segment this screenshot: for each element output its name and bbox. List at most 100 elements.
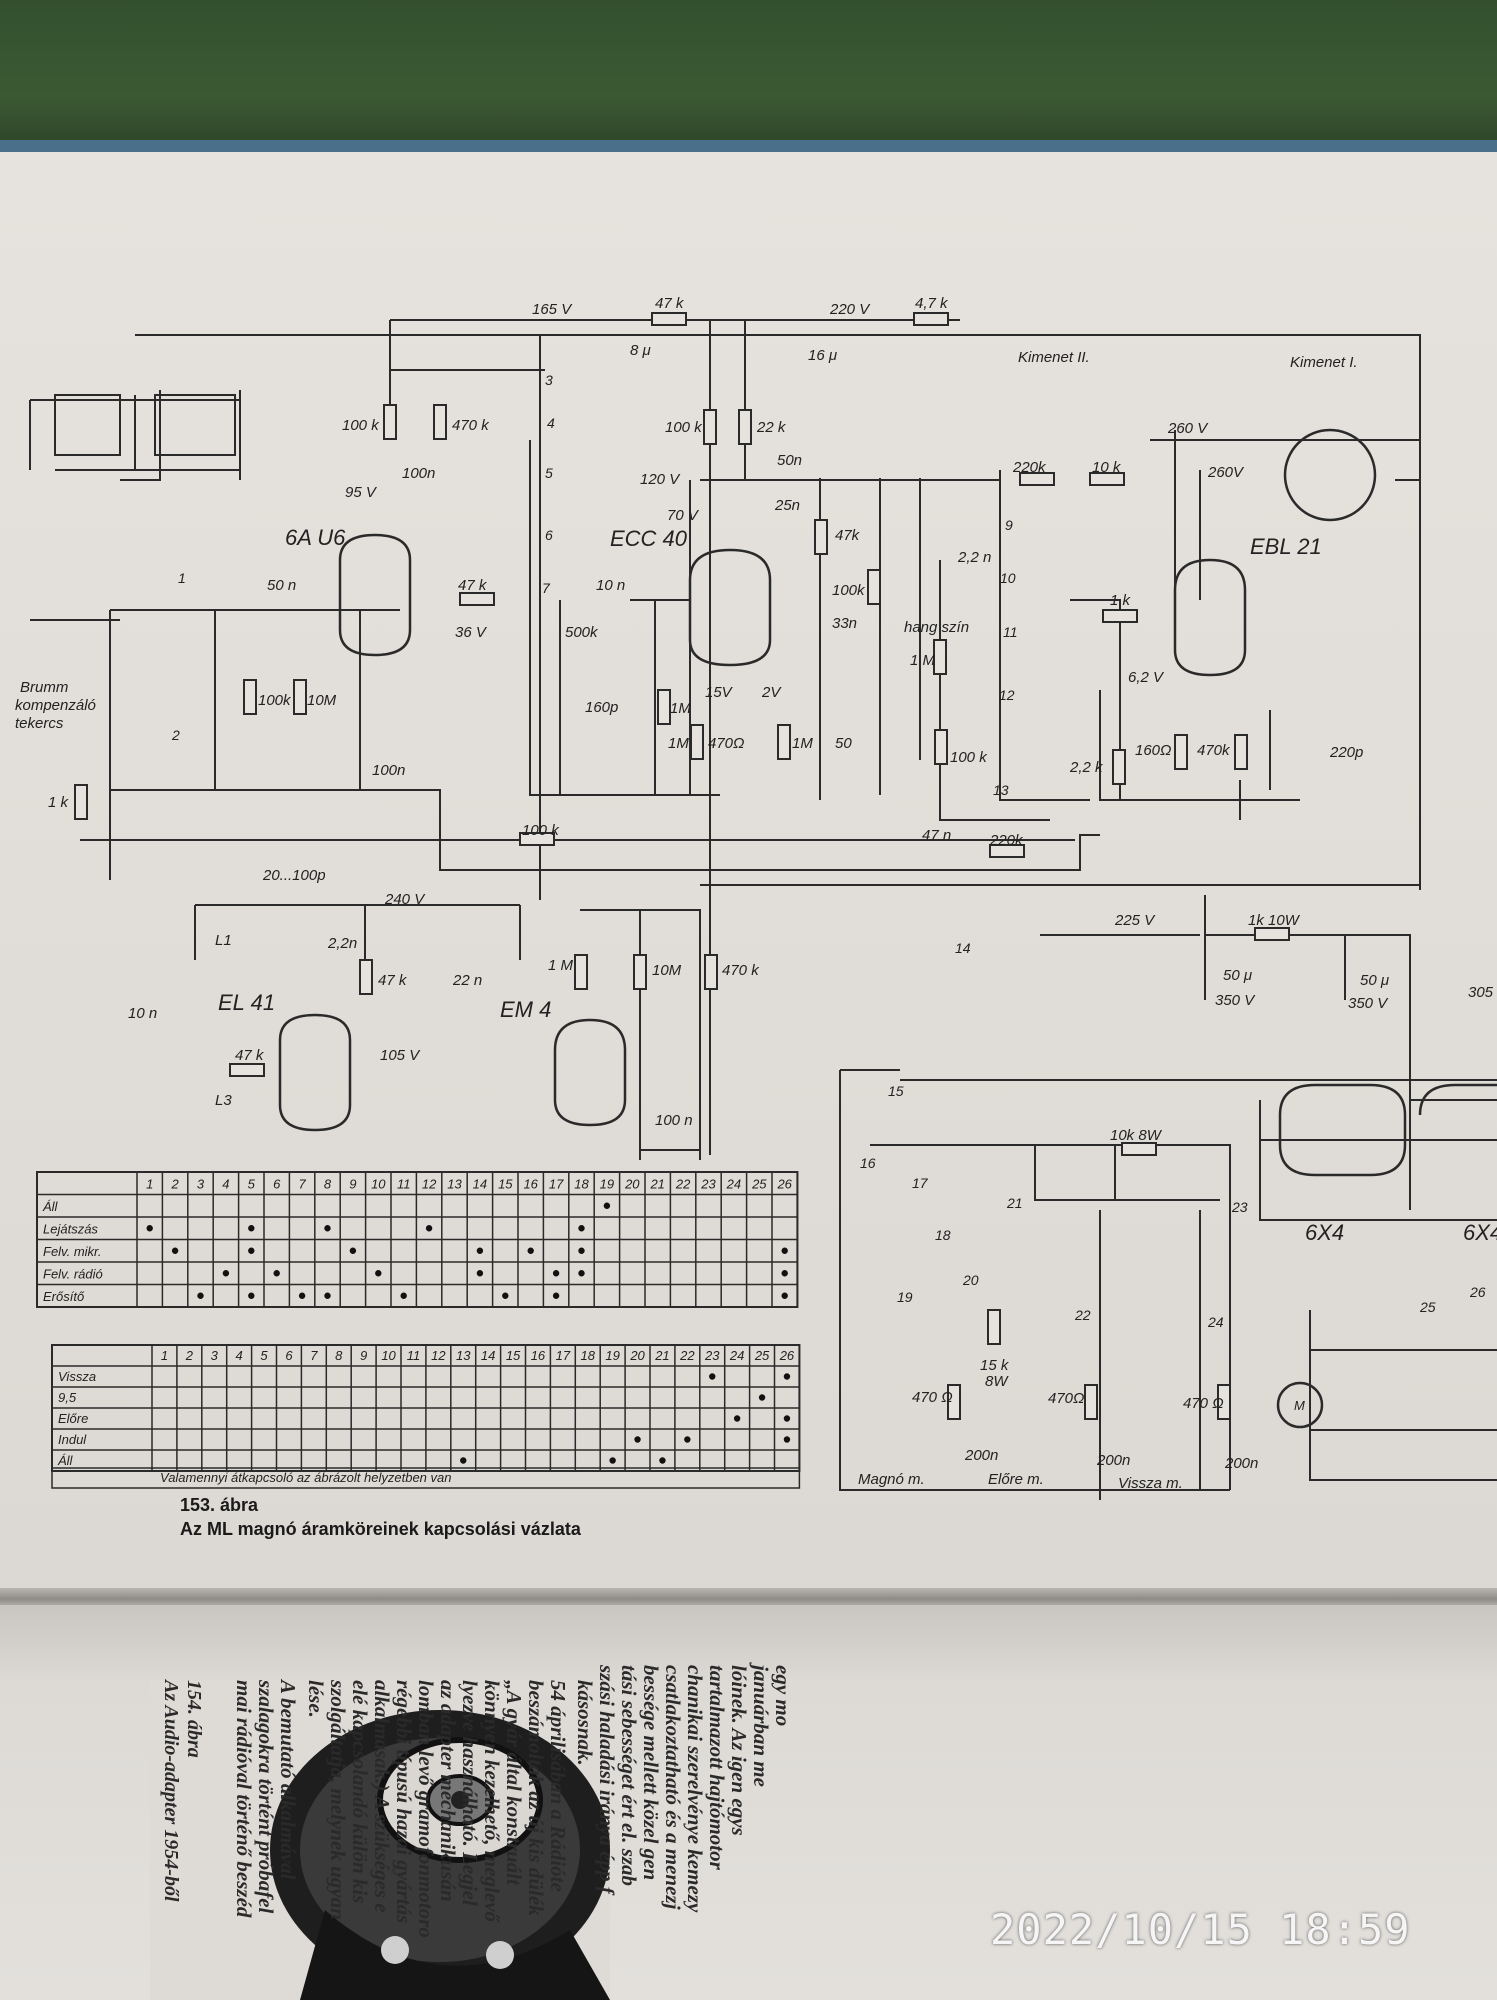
table-column-header: 4	[222, 1177, 229, 1192]
label-r100k-a: 100 k	[342, 417, 380, 434]
label-r10M-b: 10M	[652, 962, 682, 979]
table-dot	[248, 1292, 255, 1299]
switch-number: 19	[897, 1289, 913, 1305]
tube-el41	[278, 1013, 352, 1132]
label-v70: 70 V	[667, 507, 700, 524]
table-column-header: 26	[776, 1177, 792, 1192]
table-dot	[609, 1457, 616, 1464]
bottom-text-line: lomban levő gramofonmotoro	[414, 1680, 438, 1938]
label-r100k-b: 100 k	[665, 419, 703, 436]
label-v120: 120 V	[640, 471, 681, 488]
table-dot	[171, 1247, 179, 1254]
figure-number: 153. ábra	[180, 1495, 259, 1515]
label-v15: 15V	[705, 684, 734, 701]
table-dot	[578, 1270, 585, 1277]
table-column-header: 22	[675, 1177, 691, 1192]
table-column-header: 10	[371, 1177, 386, 1192]
label-magno: Magnó m.	[858, 1471, 925, 1488]
bottom-text-line: A bemutató alkalmával	[276, 1680, 300, 1880]
table-dot	[552, 1292, 560, 1299]
label-r1M-d: 1M	[792, 735, 813, 752]
table-dot	[758, 1394, 766, 1401]
table-dot	[375, 1270, 382, 1277]
label-hangszin: hang szín	[904, 619, 969, 636]
table-column-header: 2	[170, 1177, 179, 1192]
table-column-header: 16	[523, 1177, 538, 1192]
figure-title: Az ML magnó áramköreinek kapcsolási vázl…	[180, 1519, 581, 1539]
table-column-header: 13	[456, 1348, 471, 1363]
table-column-header: 23	[704, 1348, 720, 1363]
switch-number: 22	[1074, 1307, 1091, 1323]
table-dot	[733, 1415, 741, 1422]
table-column-header: 7	[310, 1348, 318, 1363]
table-column-header: 14	[473, 1177, 487, 1192]
switch-number: 10	[1000, 570, 1016, 586]
table-column-header: 9	[349, 1177, 356, 1192]
switch-number: 11	[1003, 624, 1018, 640]
label-c160p: 160p	[585, 699, 618, 716]
table-column-header: 25	[751, 1177, 767, 1192]
table-column-header: 19	[605, 1348, 619, 1363]
label-v165: 165 V	[532, 301, 573, 318]
table-row-label: Áll	[57, 1453, 74, 1468]
label-c200n-c: 200n	[1224, 1455, 1258, 1472]
table-dot	[783, 1436, 791, 1443]
label-r2k2: 2,2 k	[1069, 759, 1104, 776]
label-r10M-a: 10M	[307, 692, 337, 709]
book-gutter	[0, 1588, 1497, 1610]
label-r4k7: 4,7 k	[915, 295, 949, 312]
label-c47n: 47 n	[922, 827, 951, 844]
photo-caption-title: Az Audio-adapter 1954-ből	[160, 1680, 182, 1902]
label-r1k-b: 1 k	[48, 794, 70, 811]
table-dot	[684, 1436, 691, 1443]
label-v225: 225 V	[1114, 912, 1156, 929]
switch-number: 9	[1005, 517, 1013, 533]
table-dot	[603, 1202, 611, 1209]
table-column-header: 6	[273, 1177, 281, 1192]
switch-number: 16	[860, 1155, 876, 1171]
table-dot	[460, 1457, 467, 1464]
table-column-header: 7	[298, 1177, 306, 1192]
label-v6-2: 6,2 V	[1128, 669, 1165, 686]
table-column-header: 17	[549, 1177, 564, 1192]
label-v95: 95 V	[345, 484, 378, 501]
label-r1M-e: 1 M	[548, 957, 574, 974]
label-c2n2-a: 2,2 n	[957, 549, 991, 566]
label-r160: 160Ω	[1135, 742, 1171, 759]
tube-6au6	[338, 533, 412, 657]
label-r1M-b: 1M	[670, 700, 691, 717]
label-c100n-b: 100n	[372, 762, 405, 779]
table-dot	[552, 1270, 560, 1277]
label-c100n-a: 100n	[402, 465, 435, 482]
bottom-text-line: tartalmazott hajtómotor	[705, 1665, 729, 1870]
switch-number: 17	[912, 1175, 929, 1191]
table-column-header: 3	[197, 1177, 205, 1192]
table-column-header: 19	[600, 1177, 614, 1192]
label-r100k-f: 100 k	[522, 822, 560, 839]
table-dot	[502, 1292, 509, 1299]
label-v350-b: 350 V	[1348, 995, 1389, 1012]
bottom-text-line: szalagokra történt próbafel	[254, 1680, 278, 1914]
label-r10k-a: 10 k	[1092, 459, 1122, 476]
switch-number: 2	[171, 727, 180, 743]
bottom-text-line: „A gyár által konstruált	[502, 1680, 526, 1885]
table-column-header: 11	[397, 1177, 411, 1192]
bottom-text-line: alkalmasak.) A szükséges e	[370, 1680, 394, 1913]
tube-6x4-b	[1418, 1083, 1497, 1116]
switch-number: 25	[1419, 1299, 1436, 1315]
table-column-header: 1	[146, 1177, 153, 1192]
bottom-text-line: kásosnak.	[573, 1680, 597, 1766]
table-column-header: 24	[726, 1177, 741, 1192]
label-c22n: 22 n	[452, 972, 482, 989]
label-r47k-e: 47 k	[235, 1047, 265, 1064]
table-row-label: Felv. mikr.	[43, 1244, 102, 1259]
table-column-header: 12	[431, 1348, 446, 1363]
switch-number: 6	[545, 527, 553, 543]
bottom-text-line: chanikai szerelvénye kemezy	[683, 1665, 707, 1913]
table-dot	[783, 1373, 791, 1380]
table-column-header: 8	[324, 1177, 332, 1192]
label-brumm1: Brumm	[20, 679, 68, 696]
bottom-text-line: lóinek. Az igen egys	[727, 1665, 751, 1836]
label-v305: 305	[1468, 984, 1494, 1001]
